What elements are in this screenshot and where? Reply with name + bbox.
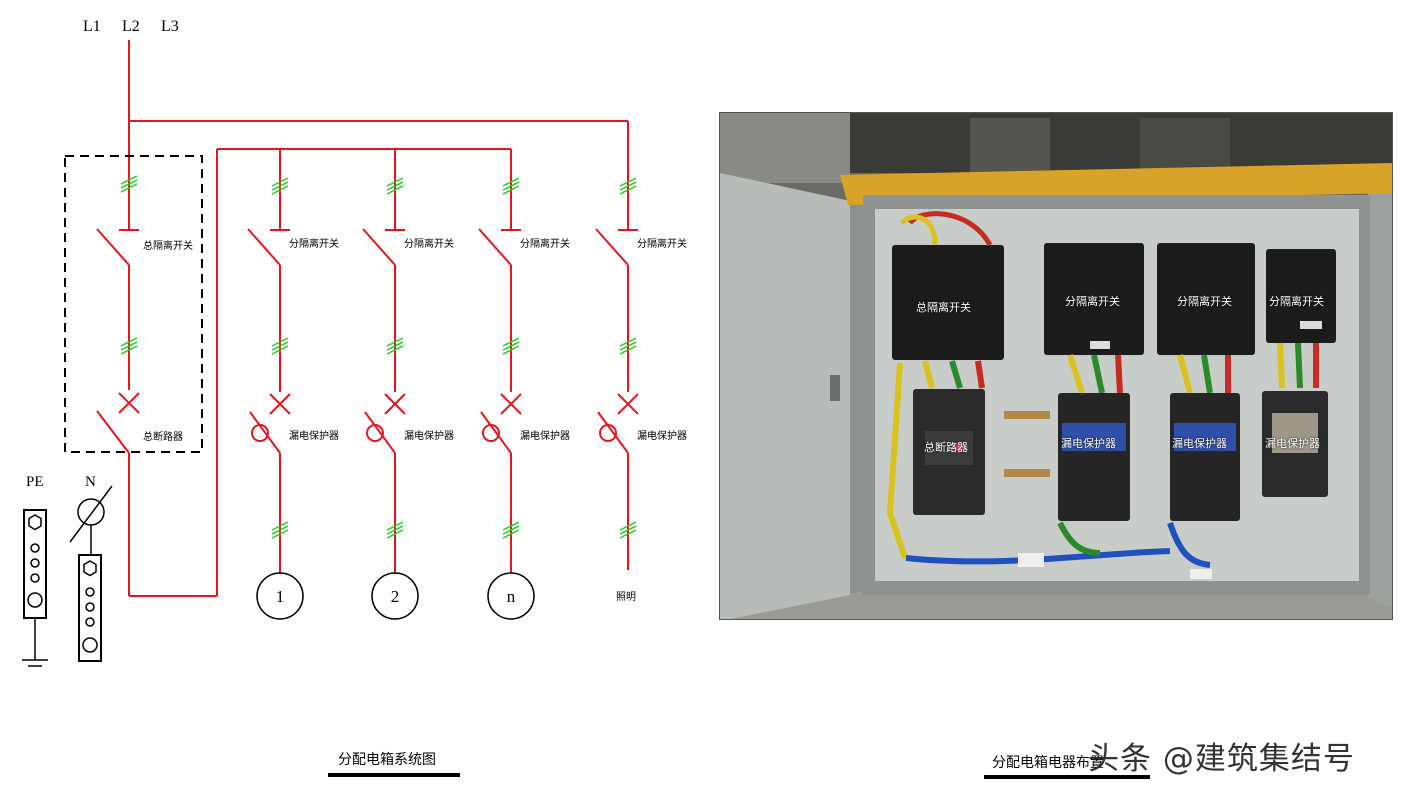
three-phase-hatch-icon	[619, 521, 637, 539]
photo-label-isolator-1: 分隔离开关	[1065, 295, 1120, 308]
branch-1-rcd-label: 漏电保护器	[289, 429, 339, 442]
photo-label-rcd-1: 漏电保护器	[1061, 437, 1116, 450]
main-switch-column	[96, 175, 140, 454]
branch-n-rcd-label: 漏电保护器	[520, 429, 570, 442]
branch-n-isolator-label: 分隔离开关	[520, 237, 570, 250]
rcd-cross-icon	[500, 393, 522, 415]
three-phase-hatch-icon	[271, 521, 289, 539]
load-label-1: 1	[276, 587, 285, 606]
photo-label-main-breaker: 总断路器	[924, 441, 968, 454]
main-isolator-label: 总隔离开关	[143, 239, 193, 252]
pe-label: PE	[26, 474, 44, 490]
schematic-caption-underline	[328, 773, 460, 777]
watermark-text: 头条 @建筑集结号	[1088, 741, 1355, 777]
isolator-blade-icon	[362, 228, 396, 266]
rcd-cross-icon	[269, 393, 291, 415]
branch-circuit-1	[247, 149, 291, 573]
photo-label-isolator-3: 分隔离开关	[1269, 295, 1324, 308]
isolator-blade-icon	[478, 228, 512, 266]
photo-caption-underline	[984, 775, 1150, 779]
three-phase-hatch-icon	[502, 337, 520, 355]
rcd-blade-icon	[480, 411, 512, 454]
photo-label-main-isolator: 总隔离开关	[916, 301, 971, 314]
branch-circuit-n	[478, 149, 522, 573]
branch-circuit-2	[362, 149, 406, 573]
three-phase-hatch-icon	[120, 175, 138, 193]
photo-caption: 分配电箱电器布置	[992, 755, 1104, 771]
rcd-blade-icon	[597, 411, 629, 454]
three-phase-hatch-icon	[619, 177, 637, 195]
branch-circuit-lighting	[595, 121, 639, 570]
three-phase-hatch-icon	[386, 521, 404, 539]
rcd-blade-icon	[364, 411, 396, 454]
rcd-blade-icon	[249, 411, 281, 454]
main-switch-enclosure	[64, 155, 203, 453]
branch-1-isolator-label: 分隔离开关	[289, 237, 339, 250]
isolator-blade-icon	[595, 228, 629, 266]
photo-label-rcd-3: 漏电保护器	[1265, 437, 1320, 450]
main-breaker-label: 总断路器	[143, 430, 183, 443]
three-phase-hatch-icon	[386, 337, 404, 355]
rcd-cross-icon	[384, 393, 406, 415]
branch-lighting-isolator-label: 分隔离开关	[637, 237, 687, 250]
phase-label-l3: L3	[161, 18, 179, 35]
phase-label-l1: L1	[83, 18, 101, 35]
phase-label-l2: L2	[122, 18, 140, 35]
three-phase-hatch-icon	[271, 337, 289, 355]
load-label-2: 2	[391, 587, 400, 606]
main-feeder-wires	[128, 40, 629, 597]
n-terminal-bar	[69, 485, 113, 662]
three-phase-hatch-icon	[502, 177, 520, 195]
load-circle-2	[371, 572, 419, 620]
rcd-cross-icon	[617, 393, 639, 415]
load-label-n: n	[507, 587, 516, 606]
branch-lighting-rcd-label: 漏电保护器	[637, 429, 687, 442]
schematic-caption: 分配电箱系统图	[338, 752, 436, 768]
photo-label-isolator-2: 分隔离开关	[1177, 295, 1232, 308]
three-phase-hatch-icon	[120, 337, 138, 355]
isolator-blade-icon	[247, 228, 281, 266]
branch-2-rcd-label: 漏电保护器	[404, 429, 454, 442]
breaker-cross-icon	[118, 392, 140, 414]
load-circle-n	[487, 572, 535, 620]
three-phase-hatch-icon	[271, 177, 289, 195]
pe-terminal-bar	[22, 509, 48, 667]
load-label-lighting: 照明	[616, 591, 636, 603]
three-phase-hatch-icon	[386, 177, 404, 195]
photo-label-rcd-2: 漏电保护器	[1172, 437, 1227, 450]
distribution-box-photo: 总隔离开关 分隔离开关 分隔离开关 分隔离开关 总断路器 漏电保护器 漏电保护器…	[719, 112, 1393, 620]
three-phase-hatch-icon	[619, 337, 637, 355]
load-circle-1	[256, 572, 304, 620]
three-phase-hatch-icon	[502, 521, 520, 539]
n-label: N	[85, 474, 96, 490]
photo-illustration	[720, 113, 1392, 619]
branch-2-isolator-label: 分隔离开关	[404, 237, 454, 250]
